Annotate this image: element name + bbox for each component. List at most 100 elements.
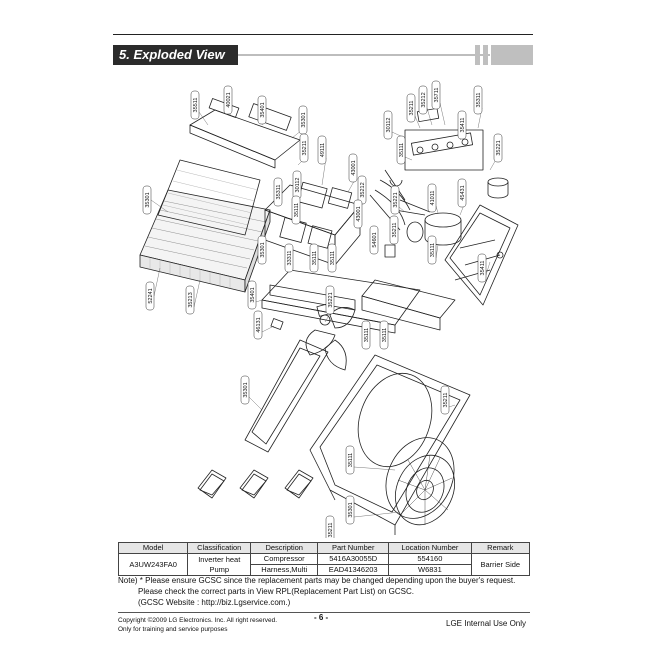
callout-code: 35411 — [480, 261, 486, 276]
callout-code: 35221 — [496, 140, 502, 155]
col-classification: Classification — [187, 542, 252, 554]
callout-code: 49111 — [320, 143, 326, 157]
callout-code: 41011 — [430, 191, 436, 206]
description-cell: Harness,Multi — [250, 564, 319, 576]
callout-label: 35211 — [389, 215, 399, 245]
table-row: Harness,Multi EAD41346203 W6831 — [119, 564, 530, 576]
section-title-bar: 5. Exploded View — [113, 45, 238, 65]
note-line-2: Please check the correct parts in View R… — [138, 587, 414, 596]
callout-code: 30112 — [386, 118, 392, 133]
callout-label: 35111 — [427, 235, 437, 265]
col-model: Model — [117, 542, 189, 554]
callout-label: 35221 — [390, 185, 400, 215]
callout-code: 35211 — [328, 523, 334, 538]
remark-cell: Barrier Side — [470, 553, 531, 576]
valve-assembly — [404, 107, 484, 171]
callout-code: 35221 — [393, 192, 399, 207]
callout-label: 35111 — [327, 243, 337, 273]
footer-left: Copyright ©2009 LG Electronics. Inc. All… — [118, 616, 277, 634]
copyright-text: Copyright ©2009 LG Electronics. Inc. All… — [118, 617, 278, 624]
callout-label: 35111 — [379, 320, 389, 350]
callout-label: 35301 — [345, 495, 355, 525]
fan-guard — [385, 437, 455, 526]
spec-header-row: Model Classification Description Part Nu… — [117, 542, 531, 554]
callout-label: 35111 — [396, 135, 406, 165]
model-cell: A3UW243FA0 — [117, 553, 189, 576]
part-number-cell: EAD41346203 — [317, 564, 390, 576]
callout-leaders — [150, 102, 499, 518]
callout-label: 35301 — [240, 375, 250, 405]
callout-label: 35711 — [431, 80, 441, 110]
callout-code: 35212 — [421, 92, 427, 107]
callout-label: 41011 — [427, 183, 437, 213]
callout-label: 46131 — [253, 310, 263, 340]
callout-label: 54601 — [369, 225, 379, 255]
callout-code: 35301 — [301, 112, 307, 127]
callout-code: 35711 — [434, 88, 440, 103]
callout-code: 45431 — [460, 185, 466, 200]
callout-code: 35401 — [260, 102, 266, 117]
callout-code: 35111 — [348, 453, 354, 467]
callout-label: 35221 — [325, 285, 335, 315]
callout-label: 35111 — [291, 195, 301, 225]
callout-code: 35111 — [294, 203, 300, 217]
col-description: Description — [250, 542, 319, 554]
callout-label: 35211 — [299, 133, 309, 163]
callout-label: 35211 — [440, 385, 450, 415]
callout-layer: 35301 35511 40021 35401 35301 35211 49111 43001… — [142, 80, 503, 538]
callout-label: 35213 — [185, 285, 195, 315]
description-cell: Compressor — [250, 553, 319, 565]
front-panel — [361, 279, 456, 331]
training-text: Only for training and service purposes — [118, 626, 228, 633]
callout-code: 35111 — [364, 328, 370, 342]
top-cover — [189, 98, 301, 169]
callout-label: 35211 — [325, 515, 335, 538]
callout-label: 33311 — [284, 243, 294, 273]
callout-code: 54601 — [372, 232, 378, 247]
callout-label: 35212 — [418, 85, 428, 115]
callout-label: 52241 — [145, 281, 155, 311]
callout-code: 35221 — [328, 292, 334, 307]
callout-code: 35111 — [312, 251, 318, 265]
callout-code: 35311 — [476, 93, 482, 108]
col-part-number: Part Number — [317, 542, 390, 554]
callout-code: 35401 — [250, 287, 256, 302]
note-line-1: Note) * Please ensure GCSC since the rep… — [118, 576, 516, 585]
callout-code: 52241 — [148, 288, 154, 303]
callout-code: 33311 — [287, 251, 293, 266]
callout-label: 49111 — [317, 135, 327, 165]
classification-cell: Inverter heat Pump — [187, 553, 252, 576]
callout-code: 35301 — [243, 382, 249, 397]
callout-code: 43001 — [356, 206, 362, 221]
callout-label: 40021 — [223, 85, 233, 115]
internal-use-text: LGE Internal Use Only — [446, 619, 527, 628]
section-title: 5. Exploded View — [119, 47, 225, 62]
callout-label: 35511 — [190, 90, 200, 120]
location-cell: W6831 — [388, 564, 472, 576]
callout-code: 40021 — [226, 92, 232, 107]
callout-label: 35301 — [298, 105, 308, 135]
header-strip — [238, 54, 490, 56]
top-rule — [113, 34, 533, 35]
callout-label: 35111 — [345, 445, 355, 475]
callout-code: 35111 — [430, 243, 436, 257]
callout-label: 35401 — [247, 280, 257, 310]
page-number: - 6 - — [314, 613, 329, 622]
callout-label: 30112 — [292, 170, 302, 200]
callout-code: 35212 — [360, 182, 366, 197]
callout-code: 35301 — [145, 192, 151, 207]
callout-code: 35211 — [302, 141, 308, 156]
callout-code: 35301 — [260, 242, 266, 257]
callout-label: 35111 — [309, 243, 319, 273]
base-pan — [261, 269, 421, 334]
callout-code: 46131 — [256, 317, 262, 332]
callout-label: 35311 — [473, 85, 483, 115]
footer-rule — [118, 612, 530, 613]
callout-code: 35111 — [382, 328, 388, 342]
callout-code: 35211 — [409, 101, 415, 116]
section-header: 5. Exploded View — [113, 45, 533, 65]
callout-code: 35111 — [330, 251, 336, 265]
callout-code: 35211 — [443, 393, 449, 408]
callout-label: 35111 — [361, 320, 371, 350]
